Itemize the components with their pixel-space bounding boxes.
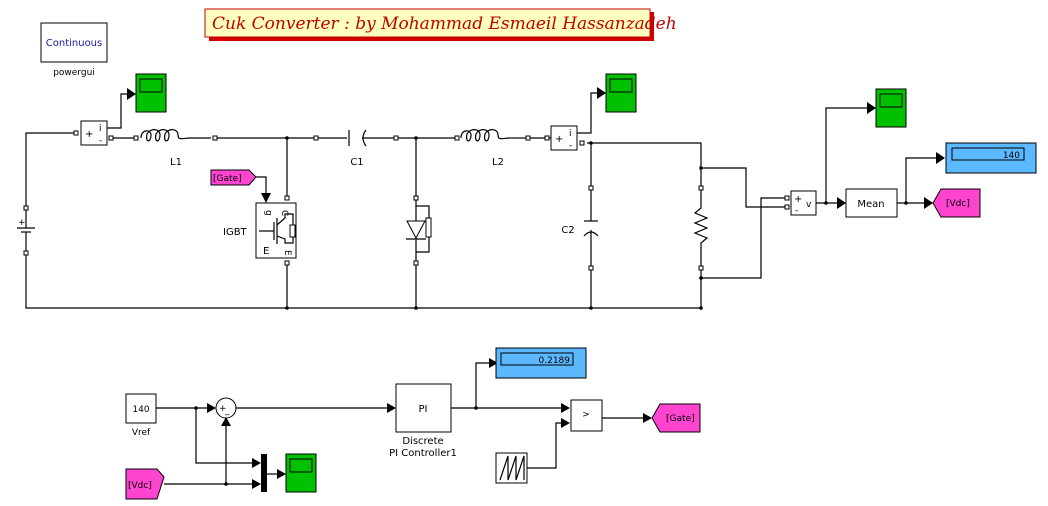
pi-caption-line1: Discrete bbox=[402, 436, 443, 447]
C2-label: C2 bbox=[561, 225, 574, 236]
igbt-port-E: E bbox=[263, 246, 269, 257]
cm1-plus: + bbox=[85, 129, 93, 140]
goto-vdc-label: [Vdc] bbox=[946, 199, 970, 209]
igbt-block[interactable]: g C E E IGBT bbox=[223, 195, 297, 266]
title-banner: Cuk Converter : by Mohammad Esmaeil Hass… bbox=[204, 8, 677, 41]
mux-block[interactable] bbox=[261, 454, 267, 492]
igbt-port-e-small: E bbox=[282, 250, 292, 256]
vdc-display-value: 140 bbox=[1003, 151, 1020, 161]
goto-vdc-tag[interactable]: [Vdc] bbox=[932, 188, 981, 218]
vref-value: 140 bbox=[132, 405, 149, 415]
L2-label: L2 bbox=[492, 157, 504, 168]
current-measurement-1[interactable]: + i - bbox=[73, 88, 136, 146]
goto-gate-label: [Gate] bbox=[666, 414, 695, 424]
load-resistor[interactable] bbox=[693, 185, 709, 271]
sawtooth-generator[interactable] bbox=[495, 452, 528, 484]
diode-block[interactable] bbox=[406, 195, 432, 266]
igbt-port-c: C bbox=[279, 210, 289, 216]
cm2-i: i bbox=[569, 129, 572, 139]
dc-source-plus: + bbox=[18, 218, 26, 228]
scope-1[interactable] bbox=[135, 73, 167, 113]
from-gate-label: [Gate] bbox=[213, 174, 242, 184]
from-vdc-tag[interactable]: [Vdc] bbox=[125, 468, 165, 500]
compare-label: > bbox=[582, 410, 590, 420]
scope-4[interactable] bbox=[285, 453, 317, 493]
cm2-minus: - bbox=[569, 141, 572, 151]
pi-controller-block[interactable]: PI Discrete PI Controller1 bbox=[389, 383, 457, 459]
voltage-measurement[interactable]: + - v bbox=[784, 190, 817, 216]
scope-2[interactable] bbox=[605, 73, 637, 113]
sum-minus: _ bbox=[224, 406, 230, 416]
vm-minus: - bbox=[795, 206, 798, 216]
from-gate-tag[interactable]: [Gate] bbox=[210, 169, 271, 203]
capacitor-C2[interactable]: C2 bbox=[561, 185, 599, 271]
from-vdc-label: [Vdc] bbox=[128, 481, 152, 491]
vdc-display[interactable]: 140 bbox=[945, 142, 1037, 174]
control-wires bbox=[156, 358, 652, 489]
power-wires bbox=[25, 132, 786, 309]
duty-display[interactable]: 0.2189 bbox=[495, 347, 587, 379]
duty-display-value: 0.2189 bbox=[539, 356, 571, 366]
igbt-label: IGBT bbox=[223, 227, 248, 238]
cm1-i: i bbox=[99, 124, 102, 134]
vref-label: Vref bbox=[132, 428, 151, 438]
cm2-plus: + bbox=[555, 134, 563, 145]
cm1-minus: - bbox=[99, 136, 102, 146]
powergui-label: powergui bbox=[53, 68, 95, 78]
inductor-L1[interactable]: L1 bbox=[133, 129, 218, 168]
junction-dots bbox=[285, 136, 703, 310]
pi-caption-line2: PI Controller1 bbox=[389, 448, 457, 459]
sum-block[interactable]: + _ bbox=[215, 397, 237, 419]
vm-plus: + bbox=[794, 194, 802, 205]
capacitor-C1[interactable]: C1 bbox=[313, 129, 399, 168]
vref-constant[interactable]: 140 Vref bbox=[125, 393, 157, 438]
igbt-port-g: g bbox=[263, 210, 273, 216]
mean-block[interactable]: Mean bbox=[845, 188, 898, 218]
dc-voltage-source[interactable]: + bbox=[17, 205, 35, 256]
inductor-L2[interactable]: L2 bbox=[454, 129, 531, 168]
L1-label: L1 bbox=[170, 157, 182, 168]
current-measurement-2[interactable]: + i - bbox=[544, 87, 606, 151]
signal-wires-output bbox=[816, 102, 945, 209]
C1-label: C1 bbox=[350, 157, 363, 168]
powergui-block[interactable]: Continuous powergui bbox=[40, 22, 108, 78]
powergui-mode: Continuous bbox=[46, 38, 102, 49]
scope-3[interactable] bbox=[875, 88, 907, 128]
title-text: Cuk Converter : by Mohammad Esmaeil Hass… bbox=[212, 14, 677, 34]
vm-v: v bbox=[806, 200, 812, 210]
compare-block[interactable]: > bbox=[570, 399, 603, 432]
goto-gate-tag[interactable]: [Gate] bbox=[651, 403, 701, 433]
sum-plus: + bbox=[219, 404, 227, 414]
pi-label: PI bbox=[419, 404, 428, 415]
mean-label: Mean bbox=[857, 199, 884, 210]
